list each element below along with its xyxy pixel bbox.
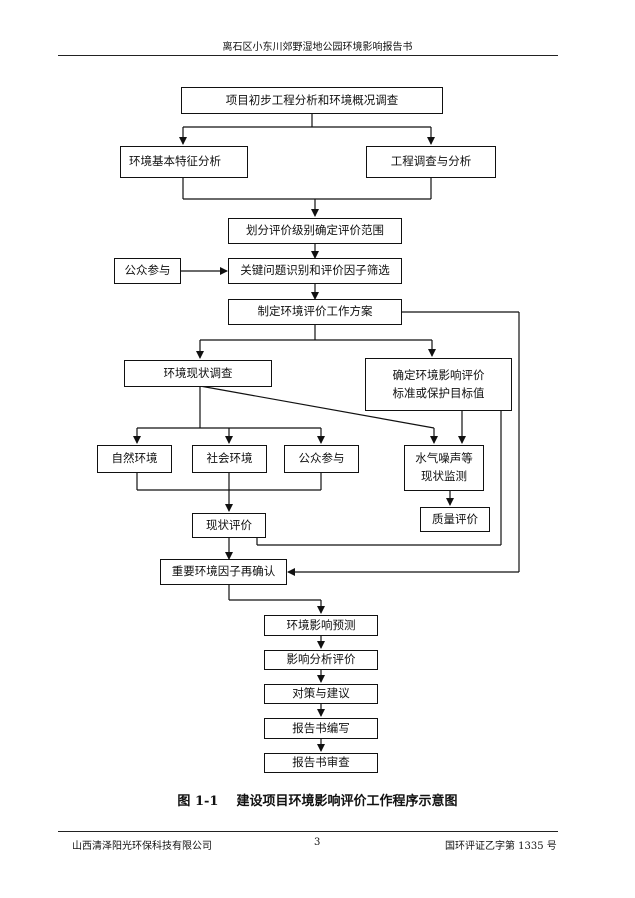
flow-node-n7: 制定环境评价工作方案 xyxy=(228,299,402,325)
flow-node-n12: 公众参与 xyxy=(284,445,359,473)
page-number: 3 xyxy=(314,837,321,848)
figure-caption: 图 1-1 建设项目环境影响评价工作程序示意图 xyxy=(0,790,635,809)
flow-node-n13: 水气噪声等 现状监测 xyxy=(404,445,484,491)
flow-node-n21: 报告书审查 xyxy=(264,753,378,773)
flow-node-n11: 社会环境 xyxy=(192,445,267,473)
flow-node-n14: 质量评价 xyxy=(420,507,490,532)
document-header: 离石区小东川郊野湿地公园环境影响报告书 xyxy=(222,42,413,53)
flow-node-n6: 关键问题识别和评价因子筛选 xyxy=(228,258,402,284)
flow-node-n19: 对策与建议 xyxy=(264,684,378,704)
flow-node-n1: 项目初步工程分析和环境概况调查 xyxy=(181,87,443,114)
flow-node-n8: 环境现状调查 xyxy=(124,360,272,387)
flow-node-n5: 公众参与 xyxy=(114,258,181,284)
figure-number: 图 1-1 xyxy=(177,794,219,809)
flow-node-n9: 确定环境影响评价 标准或保护目标值 xyxy=(365,358,512,411)
footer-company: 山西清泽阳光环保科技有限公司 xyxy=(72,841,212,852)
flow-node-n16: 重要环境因子再确认 xyxy=(160,559,287,585)
flow-node-n15: 现状评价 xyxy=(192,513,266,538)
footer-cert: 国环评证乙字第 1335 号 xyxy=(445,841,557,852)
header-rule xyxy=(58,55,558,56)
flow-node-n17: 环境影响预测 xyxy=(264,615,378,636)
flow-node-n3: 工程调查与分析 xyxy=(366,146,496,178)
flow-node-n4: 划分评价级别确定评价范围 xyxy=(228,218,402,244)
footer-rule xyxy=(58,831,558,832)
flow-node-n18: 影响分析评价 xyxy=(264,650,378,670)
figure-title: 建设项目环境影响评价工作程序示意图 xyxy=(236,794,458,809)
flow-node-n10: 自然环境 xyxy=(97,445,172,473)
flow-node-n2: 环境基本特征分析 xyxy=(120,146,248,178)
flow-node-n20: 报告书编写 xyxy=(264,718,378,739)
